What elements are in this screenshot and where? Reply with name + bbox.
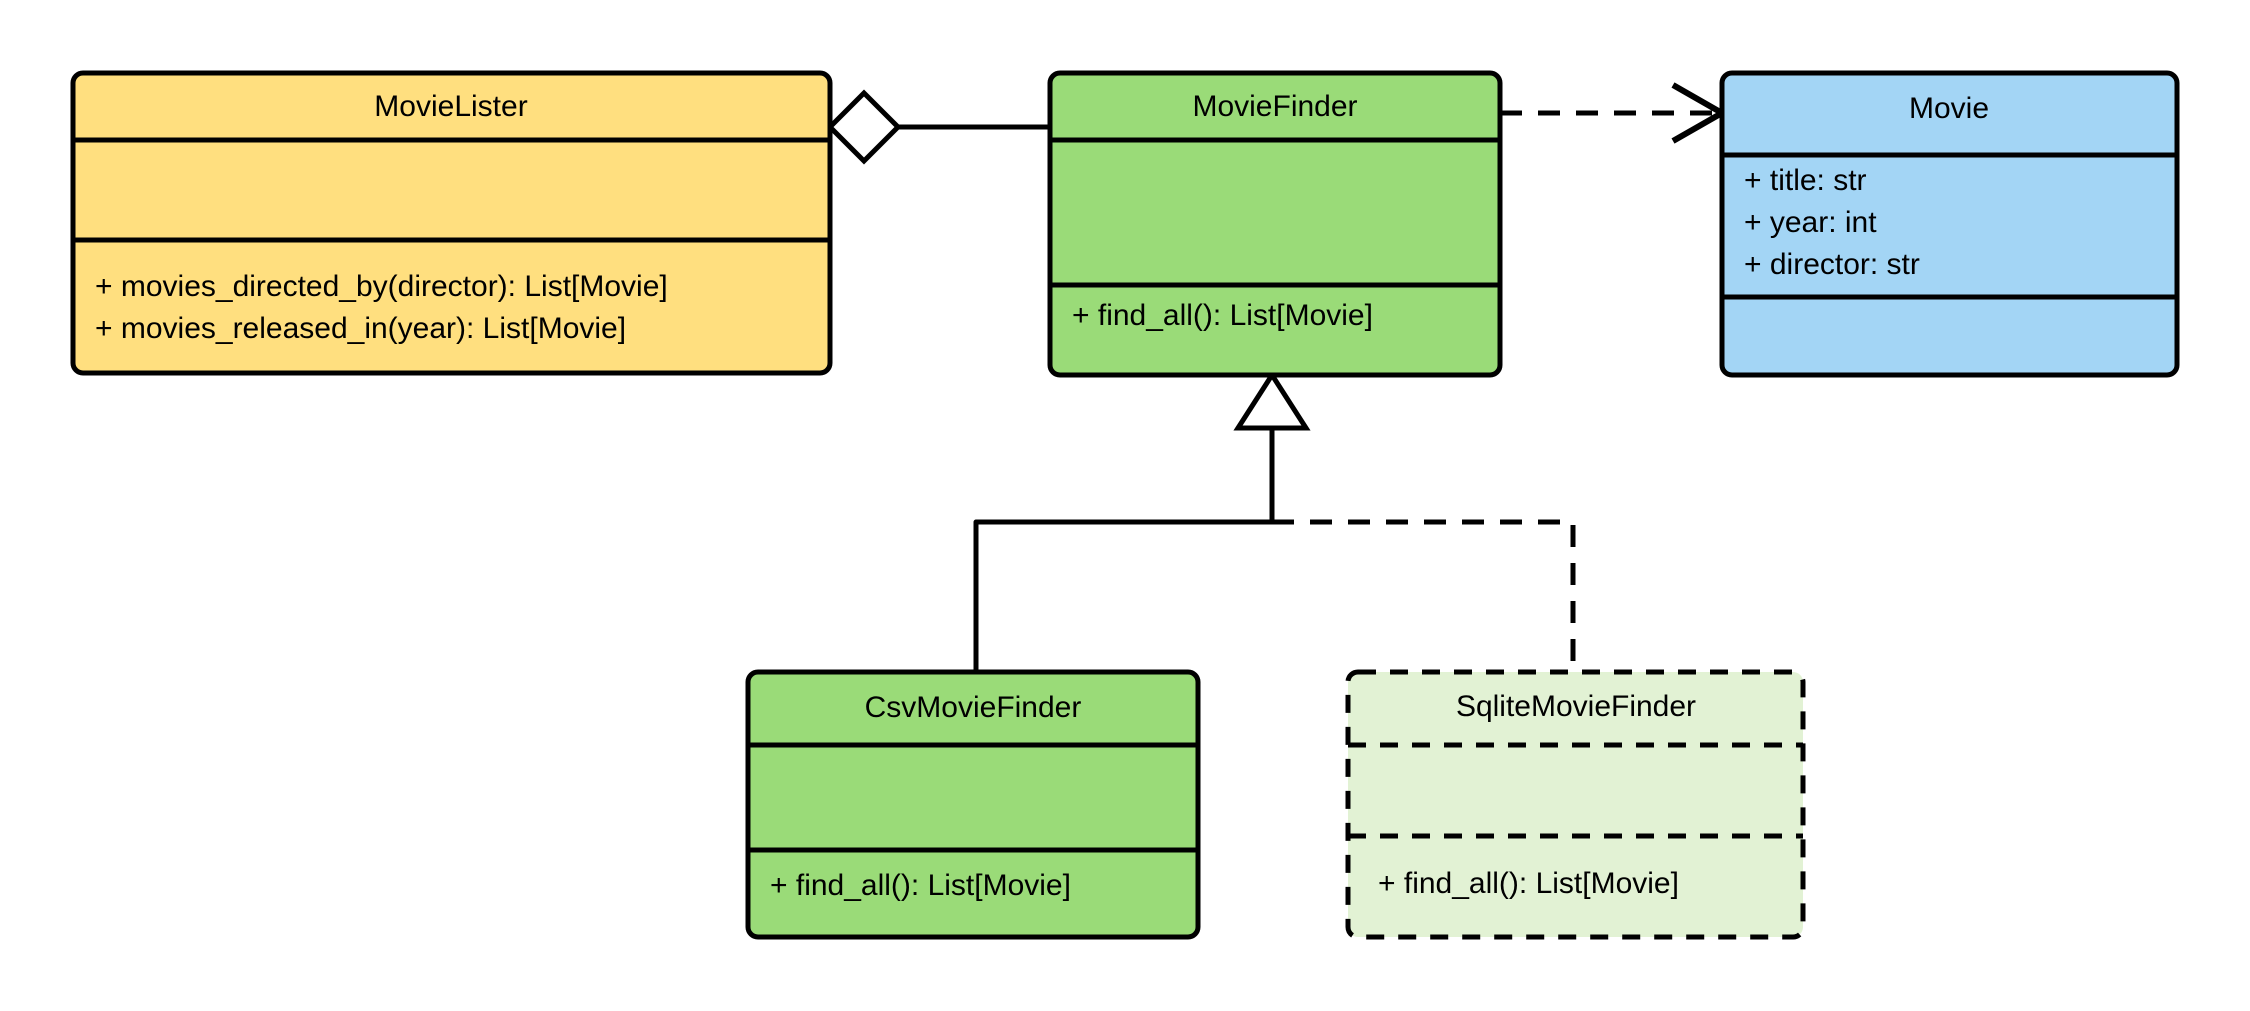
sqlite-movie-finder-title: SqliteMovieFinder xyxy=(1456,690,1696,723)
hollow-triangle-icon xyxy=(1233,370,1311,431)
movie-finder-frame xyxy=(1047,70,1503,378)
class-box-sqlite-movie-finder[interactable]: SqliteMovieFinder + find_all(): List[Mov… xyxy=(1345,669,1806,940)
generalization-line-sqlite xyxy=(1272,519,1576,672)
movie-lister-method-0: + movies_directed_by(director): List[Mov… xyxy=(95,270,668,303)
generalization-line-csv xyxy=(973,410,1275,672)
movie-lister-frame xyxy=(70,70,833,376)
sqlite-movie-finder-method-0: + find_all(): List[Movie] xyxy=(1378,867,1679,900)
movie-lister-title: MovieLister xyxy=(374,90,527,123)
class-box-csv-movie-finder[interactable]: CsvMovieFinder + find_all(): List[Movie] xyxy=(745,669,1201,940)
hollow-diamond-icon xyxy=(826,89,902,165)
csv-movie-finder-method-0: + find_all(): List[Movie] xyxy=(770,869,1071,902)
class-box-movie-finder[interactable]: MovieFinder + find_all(): List[Movie] xyxy=(1047,70,1503,378)
movie-finder-method-0: + find_all(): List[Movie] xyxy=(1072,299,1373,332)
relationship-generalization-csv-finder[interactable] xyxy=(973,410,1275,672)
movie-attribute-2: + director: str xyxy=(1744,248,1920,281)
movie-attribute-0: + title: str xyxy=(1744,164,1867,197)
relationship-dependency-finder-movie[interactable] xyxy=(1500,82,1729,144)
relationship-generalization-sqlite-finder[interactable] xyxy=(1272,519,1576,672)
class-box-movie-lister[interactable]: MovieLister + movies_directed_by(directo… xyxy=(70,70,833,376)
movie-attribute-1: + year: int xyxy=(1744,206,1877,239)
csv-movie-finder-title: CsvMovieFinder xyxy=(865,691,1082,724)
csv-movie-finder-frame xyxy=(745,669,1201,940)
relationship-aggregation-lister-finder[interactable] xyxy=(826,89,1050,165)
class-box-movie[interactable]: Movie + title: str + year: int + directo… xyxy=(1719,70,2180,378)
movie-title: Movie xyxy=(1909,92,1989,125)
movie-finder-title: MovieFinder xyxy=(1192,90,1357,123)
sqlite-movie-finder-frame xyxy=(1345,669,1806,940)
movie-lister-method-1: + movies_released_in(year): List[Movie] xyxy=(95,312,626,345)
